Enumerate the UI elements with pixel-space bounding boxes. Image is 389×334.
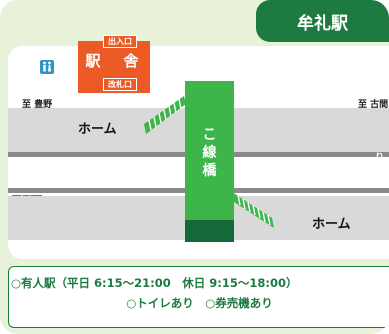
upper-stairs — [144, 96, 186, 134]
station-info-box: ○有人駅（平日 6:15〜21:00 休日 9:15〜18:00） ○トイレあり… — [8, 266, 389, 328]
station-title: 牟礼駅 — [256, 0, 389, 42]
lower-stairs — [232, 192, 274, 228]
entrance-tag: 出入口 — [103, 35, 137, 48]
lower-platform-label: ホーム — [312, 217, 351, 232]
direction-right-label: 至 古間 — [358, 100, 389, 110]
direction-left-label: 至 豊野 — [22, 100, 53, 110]
station-building-label: 駅 舎 — [85, 52, 143, 70]
toilet-icon-glyph — [43, 61, 51, 72]
footbridge — [185, 81, 234, 242]
station-facilities-text: ○トイレあり ○券売機あり — [126, 296, 273, 310]
ticket-gate-tag: 改札口 — [103, 78, 137, 91]
station-hours-text: ○有人駅（平日 6:15〜21:00 休日 9:15〜18:00） — [11, 276, 298, 290]
upper-platform-label-top: ホーム — [78, 122, 117, 137]
footbridge-label: こ 線 橋 — [202, 127, 217, 179]
footbridge-base — [185, 220, 234, 242]
toilet-icon — [40, 60, 54, 74]
